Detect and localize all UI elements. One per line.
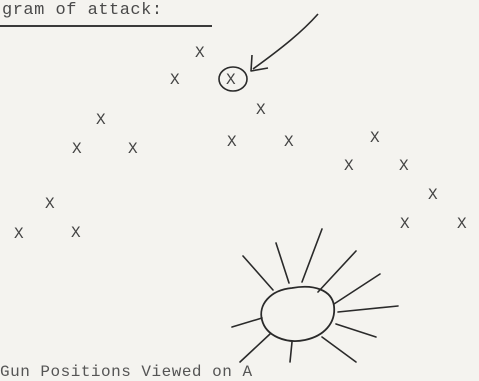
- target-circle: [219, 67, 247, 91]
- arrow-shaft: [253, 14, 318, 69]
- sun-rays: [232, 229, 398, 362]
- sun-circle: [261, 287, 334, 341]
- caption-text: Gun Positions Viewed on A: [0, 364, 253, 380]
